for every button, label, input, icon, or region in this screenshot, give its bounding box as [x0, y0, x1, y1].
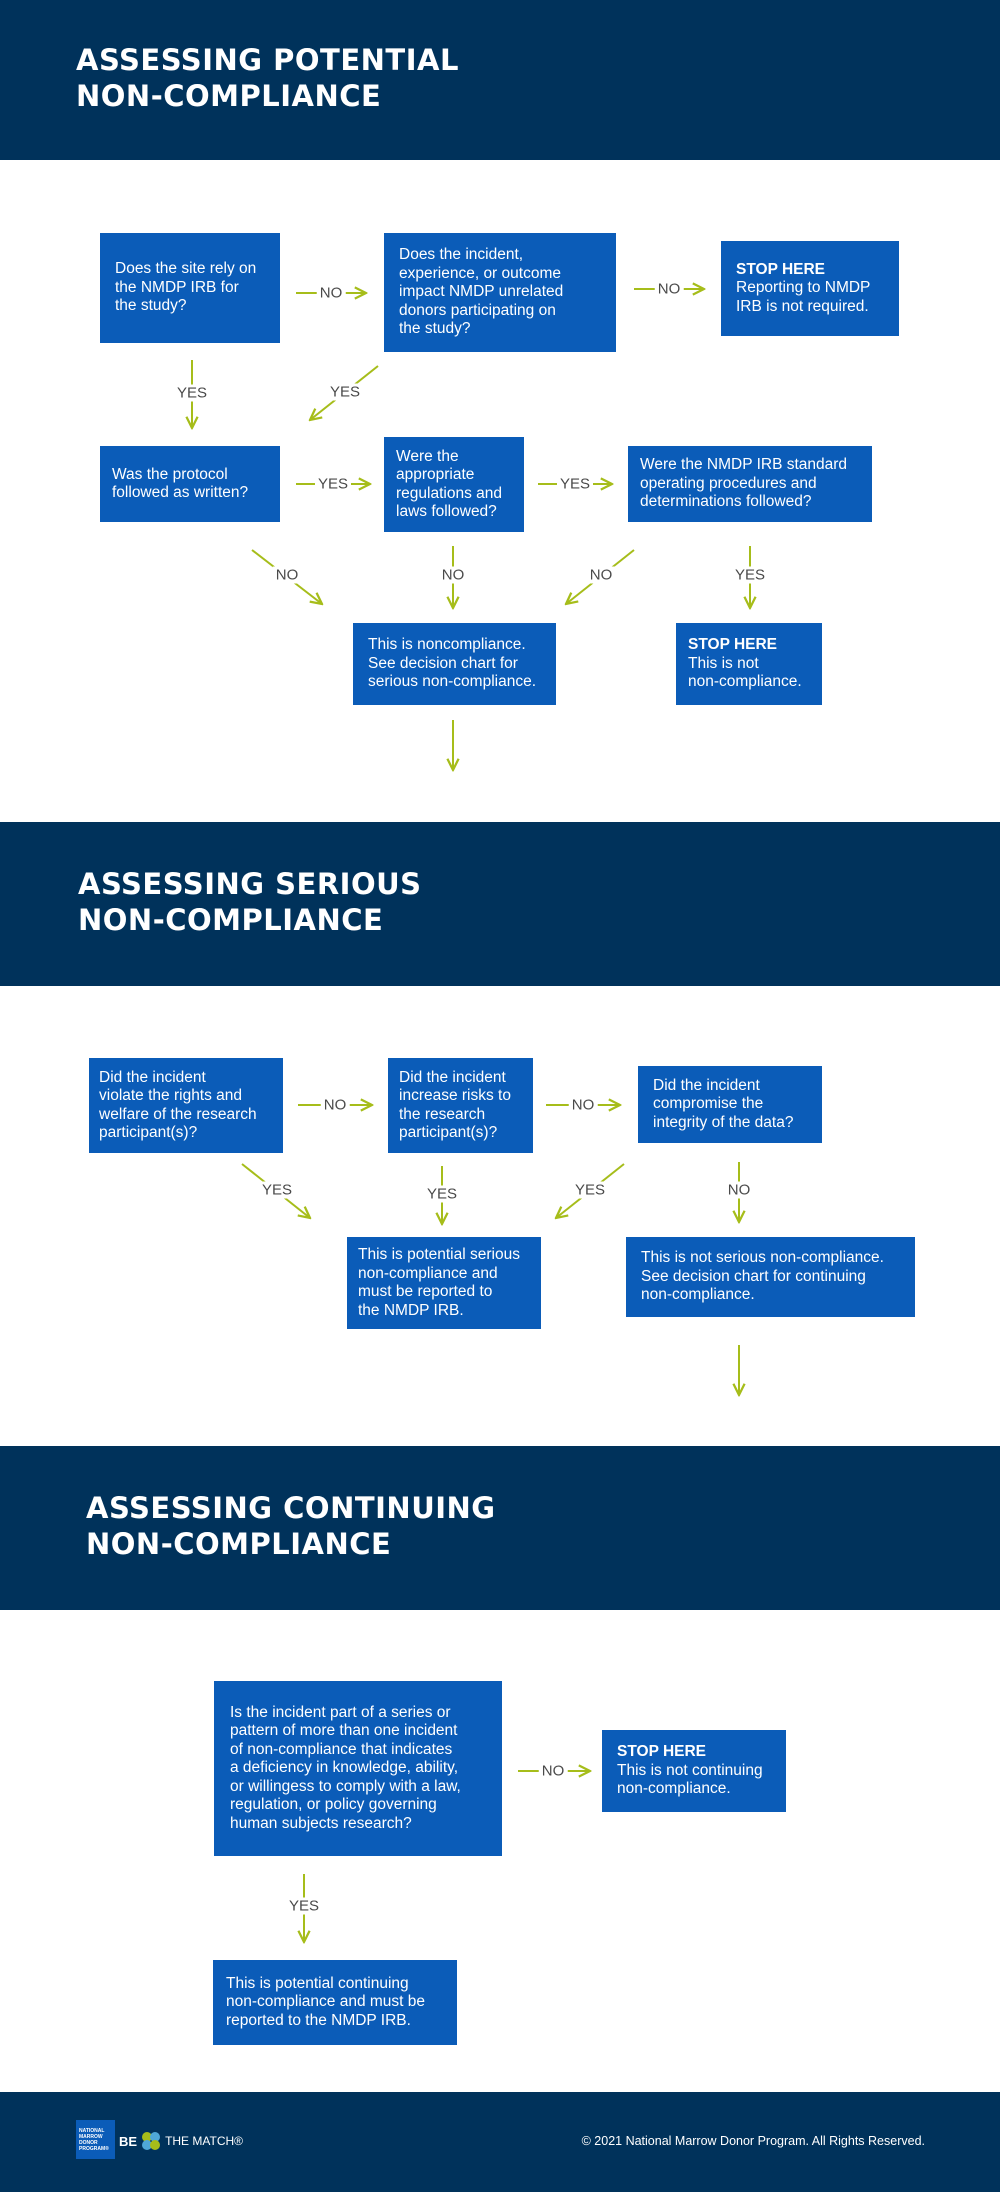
label-yes: YES: [423, 1185, 461, 1203]
section-header-serious: ASSESSING SERIOUS NON-COMPLIANCE: [0, 822, 1000, 986]
label-no: NO: [654, 280, 684, 298]
question-regulations-followed: Were the appropriate regulations and law…: [384, 437, 524, 532]
label-yes: YES: [556, 475, 594, 493]
section-title-serious: ASSESSING SERIOUS NON-COMPLIANCE: [78, 867, 422, 937]
section-header-potential: ASSESSING POTENTIAL NON-COMPLIANCE: [0, 0, 1000, 160]
label-no: NO: [586, 566, 616, 584]
be-the-match-logo: BE THE MATCH®: [119, 2130, 243, 2152]
label-yes: YES: [731, 566, 769, 584]
label-no: NO: [272, 566, 302, 584]
section-header-continuing: ASSESSING CONTINUING NON-COMPLIANCE: [0, 1446, 1000, 1610]
result-potential-serious: This is potential serious non-compliance…: [347, 1237, 541, 1329]
label-no: NO: [724, 1181, 754, 1199]
stop-reporting-not-required: STOP HERE Reporting to NMDP IRB is not r…: [721, 241, 899, 336]
nmdp-logo: NATIONAL MARROW DONOR PROGRAM®: [76, 2120, 115, 2159]
label-yes: YES: [285, 1897, 323, 1915]
question-site-rely-on-irb: Does the site rely on the NMDP IRB for t…: [100, 233, 280, 343]
stop-not-noncompliance: STOP HERE This is not non-compliance.: [676, 623, 822, 705]
label-no: NO: [568, 1096, 598, 1114]
question-rights-violated: Did the incident violate the rights and …: [89, 1058, 283, 1153]
question-protocol-followed: Was the protocol followed as written?: [100, 446, 280, 522]
section-title-continuing: ASSESSING CONTINUING NON-COMPLIANCE: [86, 1491, 496, 1561]
question-data-integrity: Did the incident compromise the integrit…: [638, 1066, 822, 1143]
label-yes: YES: [314, 475, 352, 493]
result-noncompliance: This is noncompliance. See decision char…: [353, 623, 556, 705]
label-yes: YES: [326, 383, 364, 401]
label-no: NO: [438, 566, 468, 584]
stop-not-continuing: STOP HERE This is not continuing non-com…: [602, 1730, 786, 1812]
result-not-serious: This is not serious non-compliance. See …: [626, 1237, 915, 1317]
clover-icon: [142, 2132, 161, 2150]
label-yes: YES: [258, 1181, 296, 1199]
label-no: NO: [538, 1762, 568, 1780]
footer: NATIONAL MARROW DONOR PROGRAM® BE THE MA…: [0, 2092, 1000, 2192]
section-title-potential: ASSESSING POTENTIAL NON-COMPLIANCE: [76, 43, 459, 113]
question-sop-followed: Were the NMDP IRB standard operating pro…: [628, 446, 872, 522]
question-series-pattern: Is the incident part of a series or patt…: [214, 1681, 502, 1856]
label-yes: YES: [571, 1181, 609, 1199]
label-no: NO: [320, 1096, 350, 1114]
question-impact-unrelated-donors: Does the incident, experience, or outcom…: [384, 233, 616, 352]
result-potential-continuing: This is potential continuing non-complia…: [213, 1960, 457, 2045]
label-yes: YES: [173, 384, 211, 402]
label-no: NO: [316, 284, 346, 302]
copyright-text: © 2021 National Marrow Donor Program. Al…: [581, 2134, 925, 2148]
question-risks-increased: Did the incident increase risks to the r…: [388, 1058, 533, 1153]
